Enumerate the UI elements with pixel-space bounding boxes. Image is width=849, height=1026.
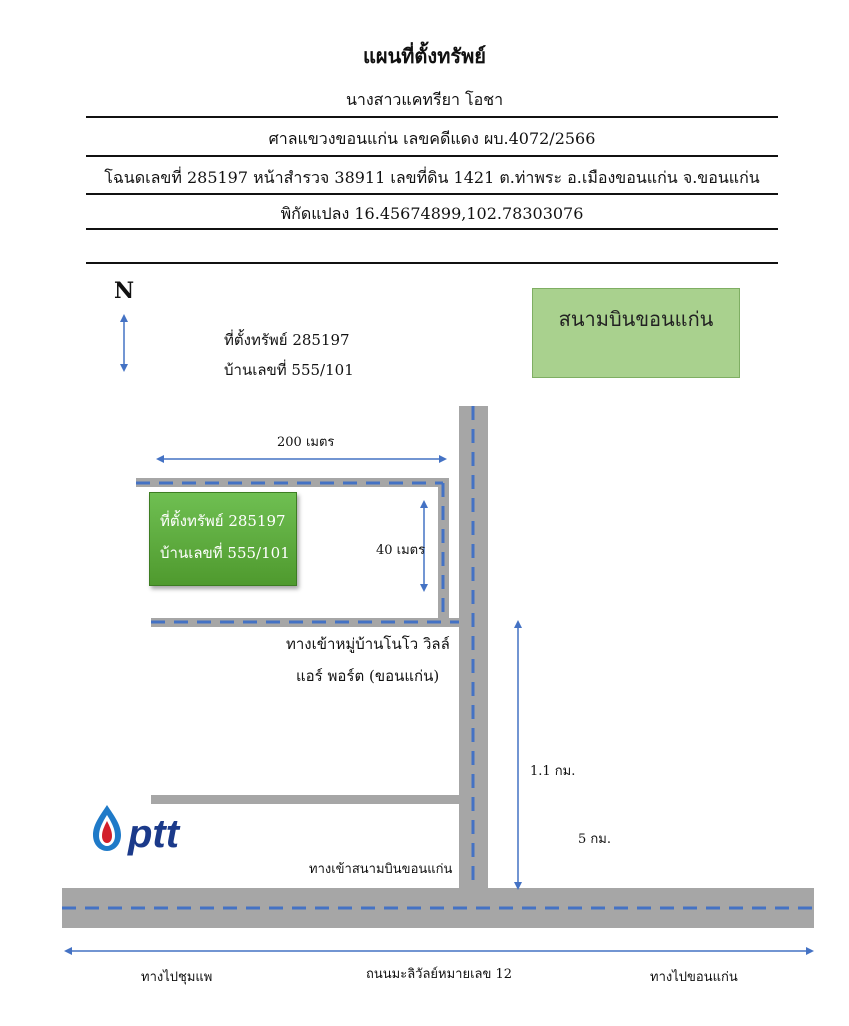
soi-road (136, 478, 449, 618)
depth-label: 40 เมตร (376, 543, 426, 558)
header-rule (86, 228, 778, 230)
airport-box: สนามบินขอนแก่น (532, 288, 740, 378)
village-road (151, 618, 461, 627)
plot-label-line2: บ้านเลขที่ 555/101 (160, 544, 290, 562)
property-plot: ที่ตั้งทรัพย์ 285197 บ้านเลขที่ 555/101 (149, 492, 297, 586)
page-title: แผนที่ตั้งทรัพย์ (362, 44, 487, 68)
deed-info: โฉนดเลขที่ 285197 หน้าสำรวจ 38911 เลขที่… (104, 168, 760, 187)
airport-label: สนามบินขอนแก่น (558, 307, 714, 331)
north-label: N (114, 278, 135, 304)
header-rule (86, 155, 778, 157)
ptt-logo-text: ptt (127, 812, 181, 856)
width-label: 200 เมตร (277, 435, 335, 450)
ptt-logo (93, 805, 121, 851)
property-note-line2: บ้านเลขที่ 555/101 (224, 361, 354, 379)
side-road-lower (151, 795, 461, 804)
village-entrance-line1: ทางเข้าหมู่บ้านโนโว วิลล์ (286, 635, 450, 653)
header-rule (86, 116, 778, 118)
road-left-label: ทางไปชุมแพ (141, 970, 213, 985)
airport-road (459, 406, 488, 890)
plot-label-line1: ที่ตั้งทรัพย์ 285197 (160, 512, 286, 530)
village-entrance-line2: แอร์ พอร์ต (ขอนแก่น) (296, 667, 440, 685)
road-right-label: ทางไปขอนแก่น (650, 970, 738, 985)
road-name-label: ถนนมะลิวัลย์หมายเลข 12 (366, 967, 513, 982)
highway (62, 888, 814, 928)
header-rule (86, 262, 778, 264)
coordinates: พิกัดแปลง 16.45674899,102.78303076 (280, 204, 584, 223)
property-note-line1: ที่ตั้งทรัพย์ 285197 (224, 331, 350, 349)
airport-entrance-label: ทางเข้าสนามบินขอนแก่น (309, 862, 453, 877)
header-rule (86, 193, 778, 195)
distance-label-2: 5 กม. (578, 832, 611, 847)
court-case: ศาลแขวงขอนแก่น เลขคดีแดง ผบ.4072/2566 (268, 129, 596, 148)
distance-label-1: 1.1 กม. (530, 764, 576, 779)
owner-name: นางสาวแคทรียา โอชา (345, 90, 504, 109)
